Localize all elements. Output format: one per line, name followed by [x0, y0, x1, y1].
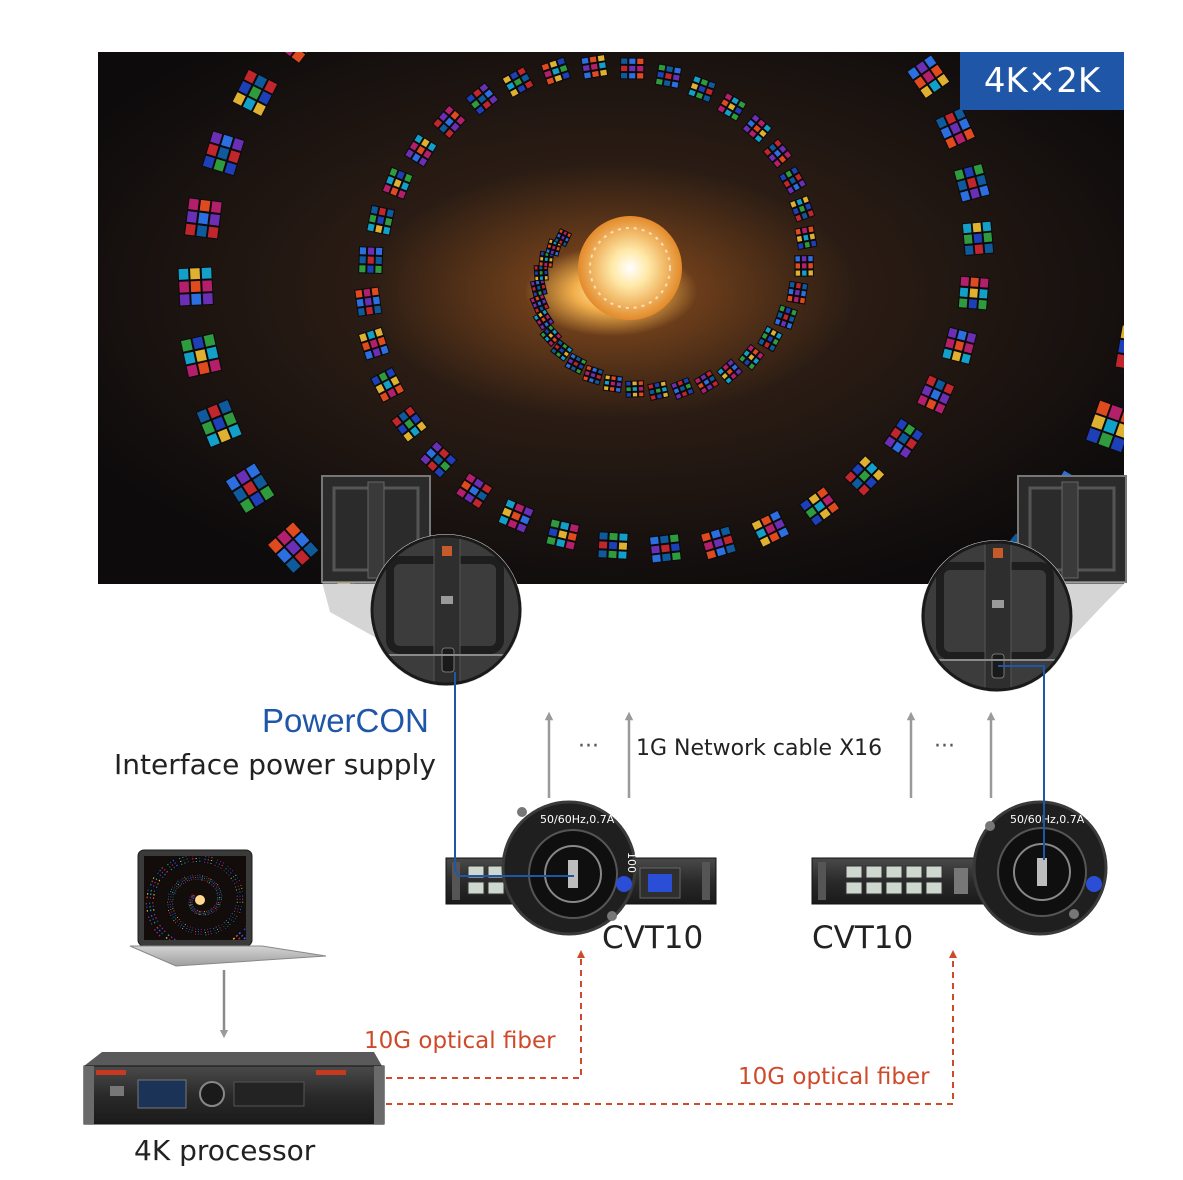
svg-text:100: 100 — [625, 852, 638, 873]
cvt10-right-device — [811, 857, 1013, 905]
resolution-badge: 4K×2K — [960, 52, 1124, 110]
ceiling-light-icon — [578, 216, 682, 320]
fiber-label-bottom: 10G optical fiber — [738, 1064, 930, 1090]
svg-text:50/60Hz,0.7A: 50/60Hz,0.7A — [1010, 813, 1085, 826]
fiber-line-left — [386, 950, 585, 1079]
fiber-line-right — [386, 950, 957, 1105]
network-arrows — [544, 711, 996, 798]
dots-right: ··· — [934, 734, 955, 759]
power-inlet-icon — [648, 874, 672, 892]
powercon-cable-right — [998, 665, 1045, 860]
zoom-circle-right — [921, 540, 1073, 692]
dots-left: ··· — [578, 734, 599, 759]
network-cable-label: 1G Network cable X16 — [636, 736, 883, 761]
fiber-label-top: 10G optical fiber — [364, 1028, 556, 1054]
4k-processor-device — [83, 1052, 385, 1125]
optical-fiber-lines — [386, 950, 957, 1105]
processor-label: 4K processor — [134, 1134, 316, 1167]
powercon-connector-right: 50/60Hz,0.7A — [972, 800, 1108, 936]
cvt10-right-label: CVT10 — [812, 920, 914, 956]
powercon-subtitle: Interface power supply — [114, 748, 436, 781]
led-display-screen — [98, 52, 1124, 584]
svg-text:50/60Hz,0.7A: 50/60Hz,0.7A — [540, 813, 615, 826]
laptop — [129, 849, 327, 967]
powercon-cable-left — [454, 672, 574, 877]
powercon-connector-left: 50/60Hz,0.7A 100 — [501, 800, 638, 936]
powercon-title: PowerCON — [262, 702, 429, 739]
zoom-circle-left — [370, 534, 522, 686]
cvt10-left-label: CVT10 — [602, 920, 704, 956]
